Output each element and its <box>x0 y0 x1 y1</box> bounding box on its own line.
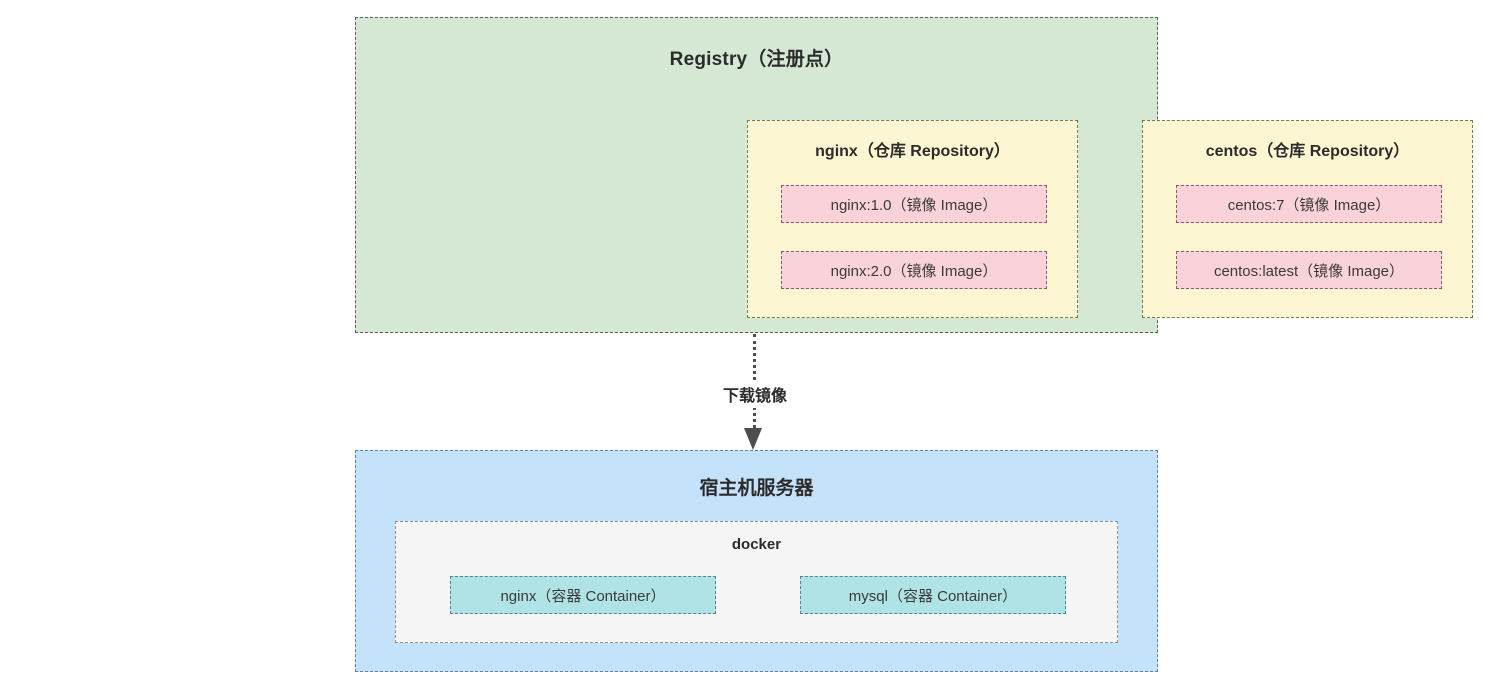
repository-box-nginx: nginx（仓库 Repository） nginx:1.0（镜像 Image）… <box>747 120 1078 318</box>
repository-title-centos: centos（仓库 Repository） <box>1205 143 1410 160</box>
repository-title-nginx: nginx（仓库 Repository） <box>815 143 1010 160</box>
arrowhead-icon <box>744 428 762 450</box>
container-box-nginx: nginx（容器 Container） <box>450 576 716 614</box>
image-label: nginx:2.0（镜像 Image） <box>830 262 998 280</box>
connector-label: 下载镜像 <box>660 380 850 408</box>
image-label: centos:latest（镜像 Image） <box>1213 262 1405 280</box>
repository-box-centos: centos（仓库 Repository） centos:7（镜像 Image）… <box>1142 120 1473 318</box>
container-label: mysql（容器 Container） <box>848 587 1018 605</box>
image-box-centos-latest: centos:latest（镜像 Image） <box>1176 251 1442 289</box>
host-server-box: 宿主机服务器 docker nginx（容器 Container） mysql（… <box>355 450 1158 672</box>
host-server-title: 宿主机服务器 <box>699 478 814 499</box>
image-box-nginx-1-0: nginx:1.0（镜像 Image） <box>781 185 1047 223</box>
registry-title: Registry（注册点） <box>669 49 844 70</box>
docker-box: docker nginx（容器 Container） mysql（容器 Cont… <box>395 521 1118 643</box>
image-label: centos:7（镜像 Image） <box>1227 196 1391 214</box>
image-label: nginx:1.0（镜像 Image） <box>830 196 998 214</box>
image-box-centos-7: centos:7（镜像 Image） <box>1176 185 1442 223</box>
container-box-mysql: mysql（容器 Container） <box>800 576 1066 614</box>
image-box-nginx-2-0: nginx:2.0（镜像 Image） <box>781 251 1047 289</box>
container-label: nginx（容器 Container） <box>500 587 666 605</box>
docker-title: docker <box>731 536 782 553</box>
registry-box: Registry（注册点） nginx（仓库 Repository） nginx… <box>355 17 1473 333</box>
